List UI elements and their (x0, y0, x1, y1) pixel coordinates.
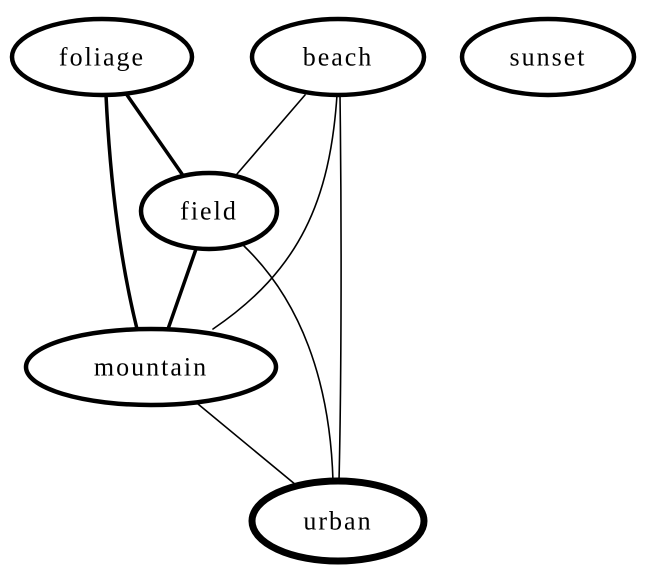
node-ellipse-mountain (23, 326, 279, 408)
edge-beach-mountain (212, 94, 338, 330)
node-sunset: sunset (459, 16, 637, 98)
node-ellipse-foliage (9, 16, 195, 98)
node-beach: beach (249, 16, 427, 98)
node-ellipse-beach (249, 16, 427, 98)
edge-field-mountain (166, 247, 198, 331)
edge-field-urban (243, 245, 334, 482)
node-label-field: field (180, 197, 238, 226)
node-field: field (138, 170, 280, 252)
node-ellipse-sunset (459, 16, 637, 98)
node-ellipse-urban (248, 477, 428, 565)
node-label-sunset: sunset (510, 43, 587, 72)
node-label-foliage: foliage (59, 43, 145, 72)
edge-foliage-field (125, 93, 184, 176)
node-label-mountain: mountain (94, 353, 208, 382)
node-label-beach: beach (303, 43, 374, 72)
node-mountain: mountain (23, 326, 279, 408)
edge-foliage-mountain (104, 93, 139, 331)
node-foliage: foliage (9, 16, 195, 98)
nodes-layer: foliage beach sunset field mountain urban (9, 16, 637, 565)
edges-layer (104, 93, 342, 486)
edge-mountain-urban (197, 403, 297, 486)
edge-beach-urban (338, 94, 342, 482)
edge-beach-field (236, 94, 306, 175)
node-urban: urban (248, 477, 428, 565)
node-ellipse-field (138, 170, 280, 252)
node-label-urban: urban (303, 507, 372, 536)
